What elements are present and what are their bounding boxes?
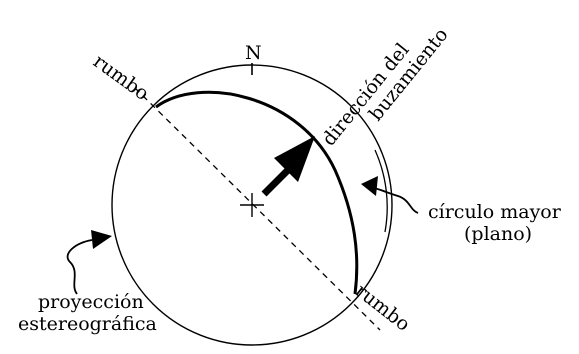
- great-circle-arc: [155, 90, 359, 295]
- projection-label-line2: estereográfica: [18, 313, 157, 335]
- north-label: N: [245, 42, 262, 64]
- strike-label-bottom: rumbo: [351, 280, 414, 336]
- strike-line: [134, 87, 381, 331]
- dip-direction-arrow: [261, 136, 315, 197]
- great-circle-pointer-arrow: [361, 176, 419, 214]
- projection-label-line1: proyección: [38, 291, 144, 313]
- great-circle-label-line2: (plano): [464, 223, 532, 245]
- outer-dip-arc: [374, 149, 388, 233]
- strike-label-top: rumbo: [89, 50, 153, 105]
- projection-pointer-arrow: [66, 230, 112, 295]
- center-cross: [240, 193, 264, 217]
- great-circle-label-line1: círculo mayor: [428, 201, 562, 223]
